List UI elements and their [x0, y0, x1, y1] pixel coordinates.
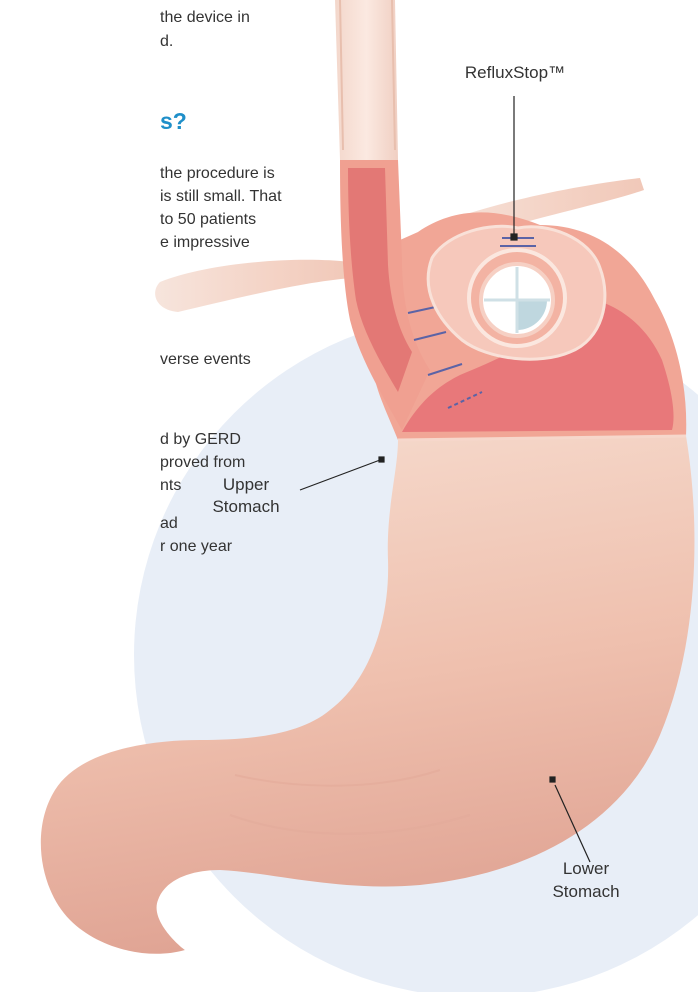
lower-stomach-pointer — [550, 777, 555, 782]
paragraph-line-2: is still small. That — [160, 185, 282, 208]
esophagus-upper — [335, 0, 398, 160]
label-refluxstop: RefluxStop™ — [440, 62, 590, 84]
label-upper-stomach-line-1: Upper — [186, 474, 306, 496]
intro-line-1: the device in — [160, 6, 250, 29]
device-pointer — [511, 234, 517, 240]
diaphragm-left-flap — [155, 260, 352, 312]
upper-stomach-pointer — [379, 457, 384, 462]
paragraph-line-1: the procedure is — [160, 162, 275, 185]
bullet-2-line-1: d by GERD — [160, 428, 241, 451]
section-heading: s? — [160, 107, 187, 135]
bullet-3-line-2: r one year — [160, 535, 232, 558]
bullet-3-line-1: ad — [160, 512, 178, 535]
label-lower-stomach-line-1: Lower — [526, 858, 646, 880]
label-lower-stomach-line-2: Stomach — [526, 881, 646, 903]
intro-line-2: d. — [160, 30, 173, 53]
paragraph-line-3: to 50 patients — [160, 208, 256, 231]
bullet-1: verse events — [160, 348, 251, 371]
label-upper-stomach-line-2: Stomach — [186, 496, 306, 518]
bullet-2-line-2: proved from — [160, 451, 245, 474]
paragraph-line-4: e impressive — [160, 231, 250, 254]
bullet-2-line-3: nts — [160, 474, 181, 497]
